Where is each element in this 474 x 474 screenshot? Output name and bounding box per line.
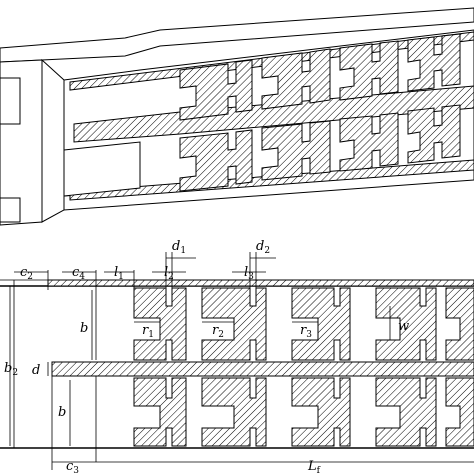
- label-d1: d1: [172, 239, 186, 256]
- label-l1: l1: [114, 265, 124, 282]
- label-c4: c4: [72, 265, 85, 282]
- section-upper-iris-1: [133, 287, 187, 361]
- lower-iris-4: [407, 104, 461, 164]
- label-b2: b2: [4, 361, 18, 378]
- label-b-bottom: b: [58, 405, 66, 420]
- flange-upper-step: [0, 197, 21, 223]
- cross-section-view: [0, 252, 474, 470]
- label-c3: c3: [66, 459, 79, 474]
- section-upper-iris-5: [445, 287, 474, 361]
- section-top-wall: [47, 279, 474, 287]
- section-lower-iris-1: [133, 377, 187, 447]
- section-septum: [51, 361, 474, 377]
- label-r3: r3: [300, 323, 312, 340]
- section-lower-iris-5: [445, 377, 474, 447]
- upper-iris-3: [339, 40, 399, 101]
- section-lower-iris-4: [375, 377, 437, 447]
- label-r2: r2: [212, 323, 224, 340]
- lower-iris-1: [179, 129, 253, 192]
- label-b-top: b: [80, 321, 88, 336]
- label-l3: l3: [244, 265, 254, 282]
- section-upper-iris-4: [375, 287, 437, 361]
- label-l2: l2: [164, 265, 174, 282]
- label-lf: Lf: [307, 459, 321, 474]
- lower-ridge: [69, 159, 474, 201]
- label-r1: r1: [142, 323, 154, 340]
- lower-iris-3: [339, 112, 399, 172]
- upper-iris-row: [179, 33, 461, 121]
- input-flange-side: [41, 58, 65, 223]
- label-d: d: [32, 363, 40, 378]
- section-lower-iris-2: [201, 377, 267, 447]
- flange-lower-step: [0, 77, 21, 125]
- lower-iris-2: [261, 120, 331, 181]
- upper-iris-1: [179, 59, 253, 121]
- upper-iris-2: [261, 48, 331, 110]
- dimension-labels: c2 c4 l1 l2 l3 d1 d2 r1 r2 r3 b b b2 d w…: [4, 239, 409, 474]
- lower-iris-row: [179, 104, 461, 192]
- section-upper-iris-3: [291, 287, 351, 361]
- label-d2: d2: [256, 239, 270, 256]
- lower-shelf: [63, 141, 141, 197]
- label-c2: c2: [20, 265, 33, 282]
- upper-iris-4: [407, 33, 461, 92]
- section-lower-iris-3: [291, 377, 351, 447]
- top-dimensions: [14, 252, 276, 290]
- perspective-view: [0, 7, 474, 226]
- section-upper-iris-2: [201, 287, 267, 361]
- label-w: w: [398, 319, 409, 334]
